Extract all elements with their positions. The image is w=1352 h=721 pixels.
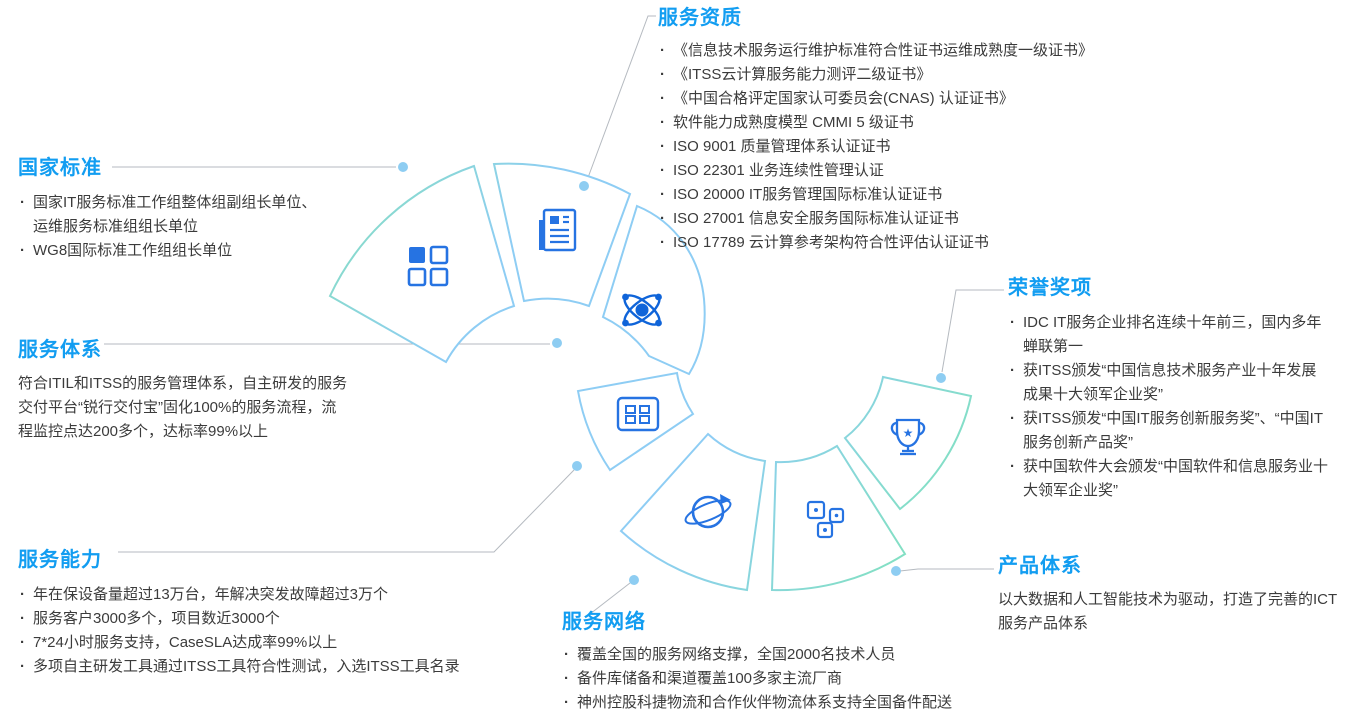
awards-list: IDC IT服务企业排名连续十年前三，国内多年蝉联第一 获ITSS颁发“中国信息… <box>1008 311 1330 503</box>
capability-title: 服务能力 <box>18 549 102 571</box>
ring-segment-dice <box>770 444 907 592</box>
connector-dot-national-standard <box>398 162 408 172</box>
blocks-icon <box>407 245 449 287</box>
list-item: 获ITSS颁发“中国信息技术服务产业十年发展成果十大领军企业奖” <box>1008 359 1330 407</box>
national-standard-list: 国家IT服务标准工作组整体组副组长单位、运维服务标准组组长单位 WG8国际标准工… <box>18 191 323 263</box>
network-title: 服务网络 <box>562 611 646 633</box>
list-item: 获中国软件大会颁发“中国软件和信息服务业十大领军企业奖” <box>1008 455 1330 503</box>
connector-qualifications <box>585 15 656 184</box>
awards-title: 荣誉奖项 <box>1008 277 1092 299</box>
trophy-star: ★ <box>903 426 914 440</box>
section-products: 产品体系 以大数据和人工智能技术为驱动，打造了完善的ICT服务产品体系 <box>998 554 1338 636</box>
list-item: 《ITSS云计算服务能力测评二级证书》 <box>658 63 1233 87</box>
globe-icon <box>684 494 732 529</box>
list-item: 7*24小时服务支持，CaseSLA达成率99%以上 <box>18 631 563 655</box>
connector-dots <box>398 162 946 585</box>
modules-icon <box>616 396 660 432</box>
list-item: 年在保设备量超过13万台，年解决突发故障超过3万个 <box>18 583 563 607</box>
list-item: 多项自主研发工具通过ITSS工具符合性测试，入选ITSS工具名录 <box>18 655 563 679</box>
list-item: ISO 9001 质量管理体系认证证书 <box>658 135 1233 159</box>
connector-dot-qualifications <box>579 181 589 191</box>
capability-list: 年在保设备量超过13万台，年解决突发故障超过3万个 服务客户3000多个，项目数… <box>18 583 563 679</box>
list-item: 获ITSS颁发“中国IT服务创新服务奖”、“中国IT服务创新产品奖” <box>1008 407 1330 455</box>
qualifications-title: 服务资质 <box>658 7 742 29</box>
connector-dot-network <box>629 575 639 585</box>
list-item: IDC IT服务企业排名连续十年前三，国内多年蝉联第一 <box>1008 311 1330 359</box>
ring-segment-blocks <box>328 164 516 364</box>
section-qualifications: 服务资质 《信息技术服务运行维护标准符合性证书运维成熟度一级证书》 《ITSS云… <box>658 6 1233 255</box>
list-item: WG8国际标准工作组组长单位 <box>18 239 323 263</box>
national-standard-title: 国家标准 <box>18 157 102 179</box>
service-system-title: 服务体系 <box>18 339 102 361</box>
list-item: 国家IT服务标准工作组整体组副组长单位、运维服务标准组组长单位 <box>18 191 323 239</box>
products-title: 产品体系 <box>998 555 1082 577</box>
news-icon <box>539 208 577 252</box>
list-item: 《信息技术服务运行维护标准符合性证书运维成熟度一级证书》 <box>658 39 1233 63</box>
connector-capability <box>118 469 575 553</box>
connector-dot-awards <box>936 373 946 383</box>
list-item: 神州控股科捷物流和合作伙伴物流体系支持全国备件配送 <box>562 691 1052 715</box>
list-item: 服务客户3000多个，项目数近3000个 <box>18 607 563 631</box>
section-capability: 服务能力 年在保设备量超过13万台，年解决突发故障超过3万个 服务客户3000多… <box>18 548 563 679</box>
trophy-icon: ★ <box>890 418 926 456</box>
connector-dot-capability <box>572 461 582 471</box>
section-awards: 荣誉奖项 IDC IT服务企业排名连续十年前三，国内多年蝉联第一 获ITSS颁发… <box>1008 276 1330 503</box>
section-network: 服务网络 覆盖全国的服务网络支撑，全国2000名技术人员 备件库储备和渠道覆盖1… <box>562 610 1052 715</box>
ring-segment-trophy <box>843 375 973 511</box>
list-item: ISO 17789 云计算参考架构符合性评估认证证书 <box>658 231 1233 255</box>
section-service-system: 服务体系 符合ITIL和ITSS的服务管理体系，自主研发的服务交付平台“锐行交付… <box>18 338 350 444</box>
network-list: 覆盖全国的服务网络支撑，全国2000名技术人员 备件库储备和渠道覆盖100多家主… <box>562 643 1052 715</box>
list-item: 软件能力成熟度模型 CMMI 5 级证书 <box>658 111 1233 135</box>
qualifications-list: 《信息技术服务运行维护标准符合性证书运维成熟度一级证书》 《ITSS云计算服务能… <box>658 39 1233 255</box>
connector-awards <box>941 289 1004 373</box>
service-system-paragraph: 符合ITIL和ITSS的服务管理体系，自主研发的服务交付平台“锐行交付宝”固化1… <box>18 375 348 440</box>
list-item: ISO 27001 信息安全服务国际标准认证证书 <box>658 207 1233 231</box>
list-item: ISO 22301 业务连续性管理认证 <box>658 159 1233 183</box>
connector-network <box>589 582 631 615</box>
products-paragraph: 以大数据和人工智能技术为驱动，打造了完善的ICT服务产品体系 <box>998 591 1338 632</box>
connector-dot-products <box>891 566 901 576</box>
list-item: 覆盖全国的服务网络支撑，全国2000名技术人员 <box>562 643 1052 667</box>
connector-products <box>899 568 994 572</box>
connector-lines <box>104 15 1004 615</box>
dice-icon <box>806 500 845 539</box>
molecule-icon <box>622 293 662 327</box>
section-national-standard: 国家标准 国家IT服务标准工作组整体组副组长单位、运维服务标准组组长单位 WG8… <box>18 156 323 263</box>
list-item: 《中国合格评定国家认可委员会(CNAS) 认证证书》 <box>658 87 1233 111</box>
connector-dot-service-system <box>552 338 562 348</box>
list-item: ISO 20000 IT服务管理国际标准认证证书 <box>658 183 1233 207</box>
list-item: 备件库储备和渠道覆盖100多家主流厂商 <box>562 667 1052 691</box>
